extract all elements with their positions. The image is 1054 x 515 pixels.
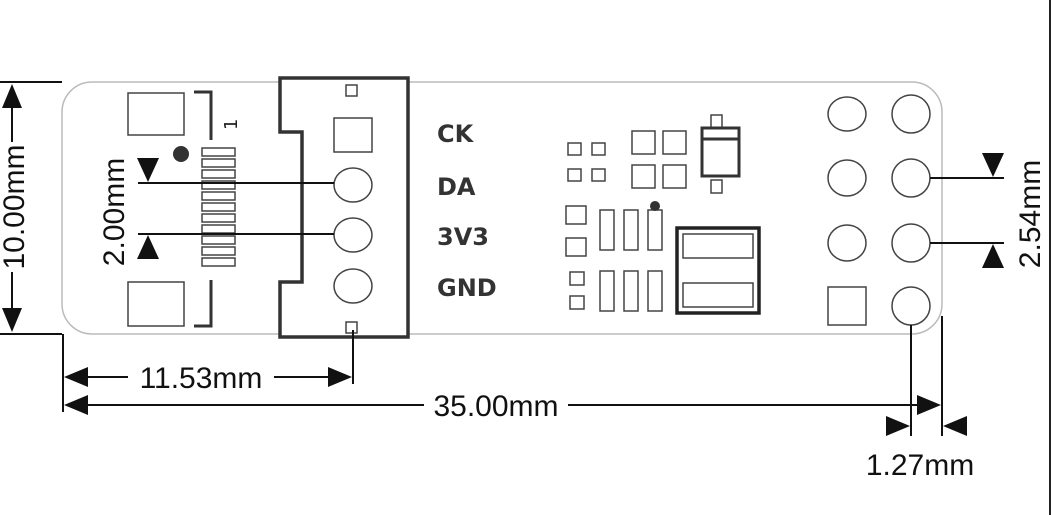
pin-header <box>827 94 931 326</box>
jst-pin-2 <box>333 167 373 203</box>
fpc-bracket-top <box>194 90 213 140</box>
header-pad-l1 <box>827 96 867 132</box>
main-ic <box>675 226 761 315</box>
fpc-connector: 1 <box>127 90 242 328</box>
diode-component <box>700 114 741 194</box>
dimension-connector-offset: 11.53mm <box>62 330 354 412</box>
header-pad-l3 <box>827 224 867 262</box>
pin1-dot <box>173 146 189 162</box>
pin-label-da: DA <box>437 173 476 201</box>
jst-connector <box>278 76 410 339</box>
header-pad-r4 <box>891 286 931 326</box>
jst-pin-4 <box>333 268 373 304</box>
dimension-edge-offset: 1.27mm <box>866 325 974 482</box>
fpc-mount-pad-top <box>127 92 185 136</box>
header-pitch-label: 2.54mm <box>1014 160 1047 268</box>
jst-latch-top <box>345 84 358 97</box>
header-pad-r1 <box>891 94 931 134</box>
connector-pitch-label: 2.00mm <box>98 158 131 266</box>
pin-label-3v3: 3V3 <box>437 223 489 251</box>
fpc-bracket-bottom <box>194 280 213 328</box>
dimension-length: 35.00mm <box>64 316 943 436</box>
jst-latch-bottom <box>345 321 358 334</box>
jst-pin-3 <box>333 217 373 253</box>
dimension-connector-pitch: 2.00mm <box>98 158 334 266</box>
jst-connector-body <box>278 76 410 339</box>
fpc-fingers <box>201 147 236 267</box>
pin1-label: 1 <box>221 119 242 130</box>
pin-label-gnd: GND <box>437 274 497 302</box>
connector-offset-label: 11.53mm <box>140 362 263 395</box>
fpc-mount-pad-bottom <box>127 281 185 327</box>
jst-pin-square <box>333 117 373 153</box>
header-pad-l4-square <box>827 286 867 326</box>
header-pad-r3 <box>891 223 931 263</box>
smd-components <box>565 130 687 312</box>
header-pad-r2 <box>891 158 931 198</box>
length-label: 35.00mm <box>433 390 558 423</box>
header-pad-l2 <box>827 159 867 197</box>
pcb-outline <box>61 81 943 335</box>
edge-offset-label: 1.27mm <box>866 449 974 482</box>
dimension-header-pitch: 2.54mm <box>930 153 1047 268</box>
height-label: 10.00mm <box>0 144 31 269</box>
pin-label-ck: CK <box>437 120 475 148</box>
dimension-height: 10.00mm <box>0 81 62 335</box>
